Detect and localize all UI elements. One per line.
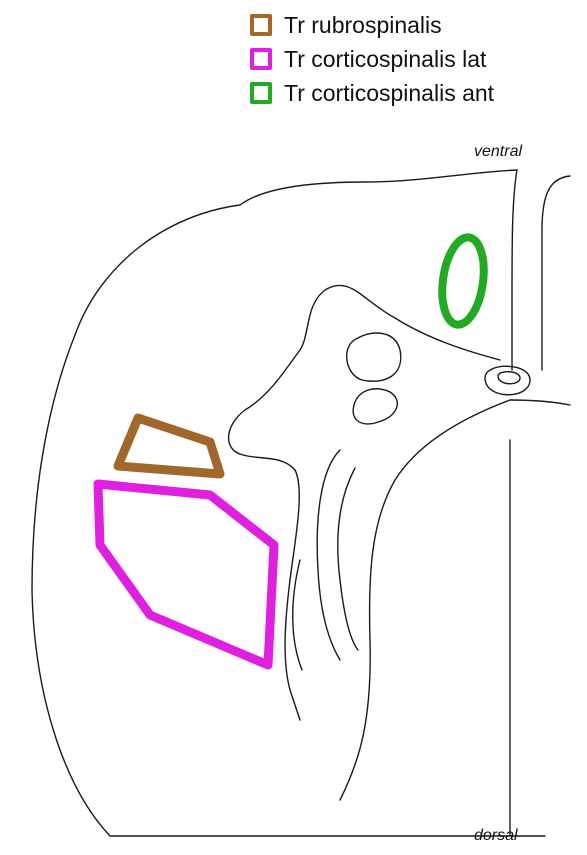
legend-swatch-corticospinalis-ant — [250, 82, 272, 104]
legend-label-rubrospinalis: Tr rubrospinalis — [284, 14, 442, 37]
dorsal-horn-outline-1 — [340, 400, 510, 800]
legend-swatch-rubrospinalis — [250, 14, 272, 36]
tract-corticospinalis-lat-outline — [98, 484, 274, 665]
dorsal-horn-inner-3 — [293, 560, 302, 670]
central-canal-outline — [498, 372, 520, 384]
tract-rubrospinalis-outline — [118, 418, 220, 474]
dorsal-horn-inner-1 — [317, 450, 340, 660]
motor-nucleus-upper — [347, 333, 401, 381]
ventral-label: ventral — [474, 143, 522, 161]
legend-item-rubrospinalis: Tr rubrospinalis — [250, 8, 494, 42]
legend-item-corticospinalis-lat: Tr corticospinalis lat — [250, 42, 494, 76]
motor-nucleus-middle — [353, 389, 397, 424]
ventral-median-fissure — [512, 170, 517, 370]
legend-swatch-corticospinalis-lat — [250, 48, 272, 70]
legend: Tr rubrospinalis Tr corticospinalis lat … — [250, 8, 494, 110]
cord-outer-contour — [32, 170, 545, 836]
dorsal-horn-inner-2 — [338, 468, 358, 650]
legend-label-corticospinalis-lat: Tr corticospinalis lat — [284, 48, 486, 71]
central-grey-outline — [485, 366, 530, 395]
right-side-contour — [542, 176, 570, 370]
dorsal-horn-outline-2 — [510, 400, 570, 405]
tract-corticospinalis-ant-outline — [437, 235, 489, 328]
legend-label-corticospinalis-ant: Tr corticospinalis ant — [284, 82, 494, 105]
dorsal-label: dorsal — [474, 827, 518, 845]
legend-item-corticospinalis-ant: Tr corticospinalis ant — [250, 76, 494, 110]
